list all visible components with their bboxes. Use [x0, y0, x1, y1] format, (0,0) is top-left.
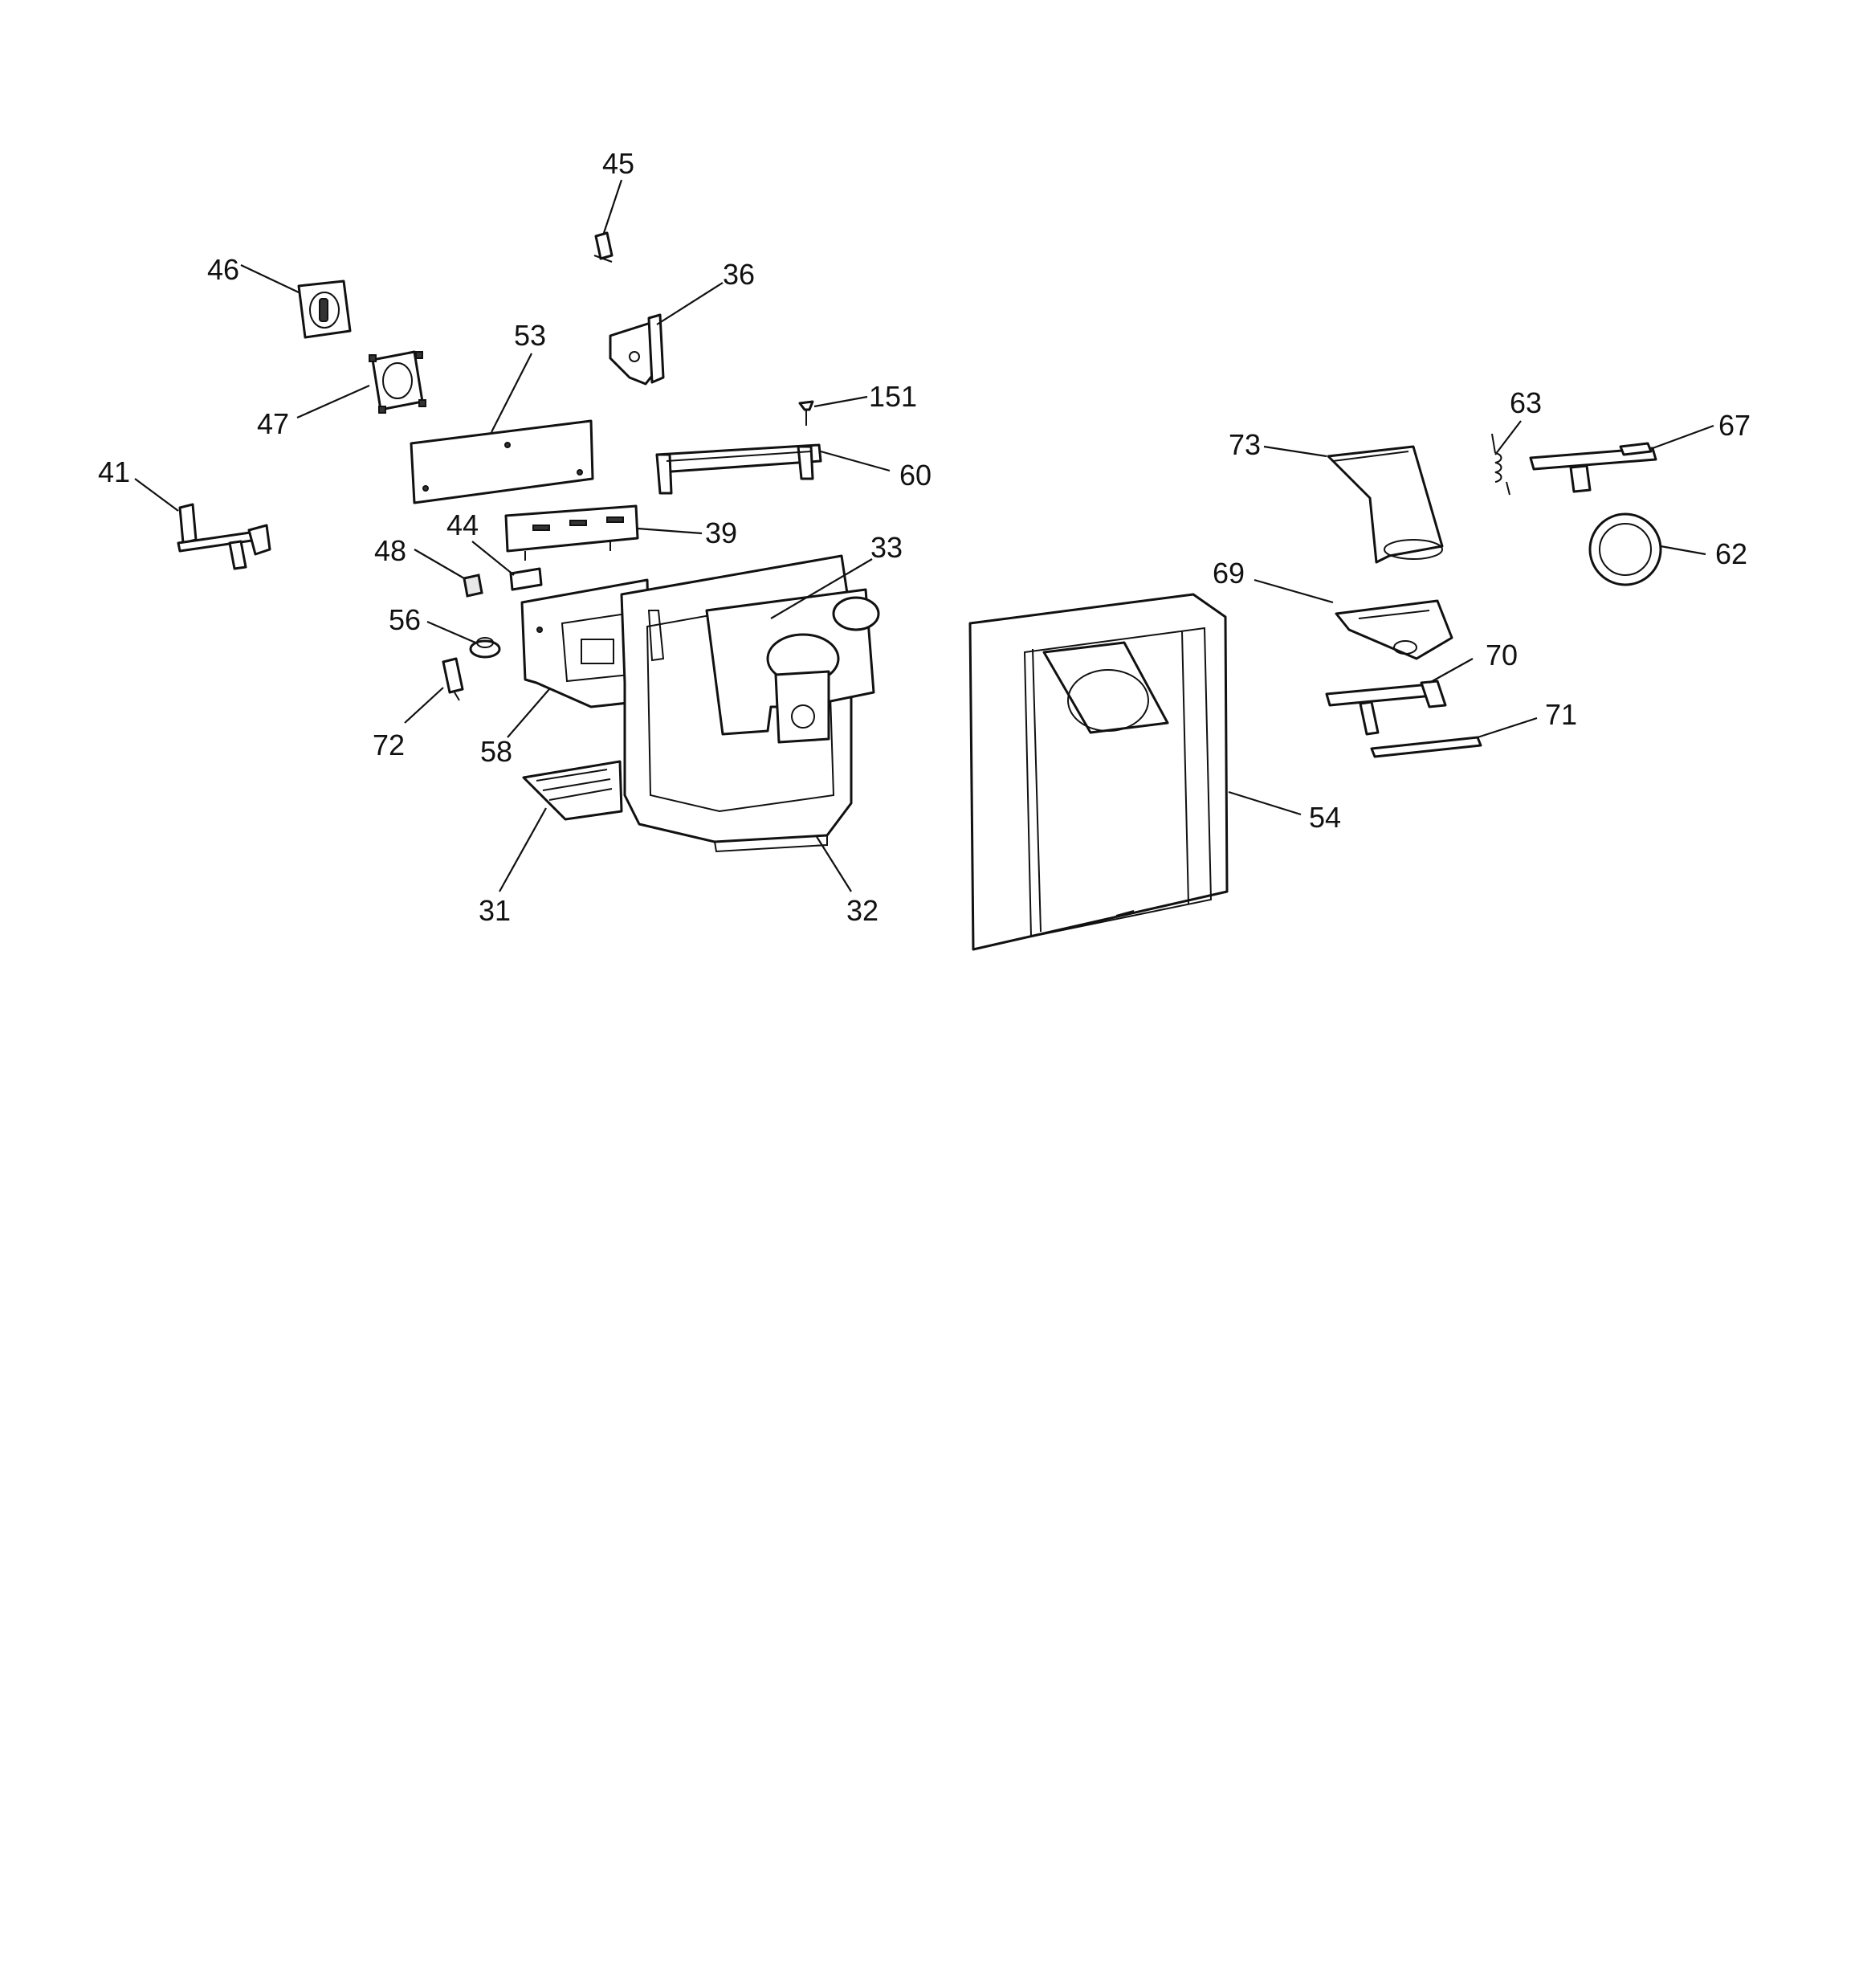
- label-31: 31: [479, 894, 511, 927]
- label-63: 63: [1510, 386, 1542, 419]
- leader-45: [602, 179, 623, 234]
- part-72-switch: [442, 657, 464, 701]
- leader-71: [1477, 716, 1538, 739]
- label-73: 73: [1229, 428, 1261, 461]
- label-47: 47: [257, 407, 289, 440]
- leader-44: [471, 541, 515, 576]
- leader-54: [1228, 790, 1302, 816]
- part-54-cover: [968, 593, 1229, 951]
- label-53: 53: [514, 319, 546, 352]
- leader-47: [296, 384, 370, 419]
- part-73-funnel: [1327, 445, 1444, 564]
- leader-31: [499, 807, 547, 892]
- leader-39: [637, 527, 703, 535]
- label-67: 67: [1718, 409, 1751, 442]
- leader-60: [820, 450, 891, 472]
- label-44: 44: [446, 508, 479, 541]
- leader-70: [1429, 658, 1474, 684]
- label-54: 54: [1309, 801, 1341, 834]
- leader-32: [815, 835, 852, 892]
- leader-53: [491, 353, 532, 433]
- label-45: 45: [602, 147, 634, 180]
- label-56: 56: [389, 603, 421, 636]
- label-151: 151: [869, 380, 917, 413]
- label-33: 33: [870, 531, 903, 564]
- label-58: 58: [480, 735, 512, 768]
- leader-33: [770, 558, 873, 619]
- leader-58: [507, 688, 550, 738]
- leader-48: [414, 549, 465, 579]
- label-71: 71: [1545, 698, 1577, 731]
- leader-72: [404, 687, 444, 724]
- leader-41: [134, 478, 179, 512]
- part-44-pad: [509, 567, 543, 591]
- part-71-strip: [1370, 736, 1482, 758]
- part-41-lever: [177, 503, 271, 570]
- part-48-block: [463, 574, 483, 598]
- label-69: 69: [1213, 557, 1245, 590]
- part-56-cap: [469, 637, 501, 659]
- part-39-board: [504, 504, 639, 561]
- part-67-bracket: [1529, 442, 1657, 493]
- label-39: 39: [705, 516, 737, 549]
- part-36-bracket: [609, 313, 665, 386]
- leader-62: [1660, 545, 1706, 556]
- label-41: 41: [98, 455, 130, 488]
- leader-36: [656, 282, 724, 325]
- leader-67: [1652, 424, 1714, 450]
- label-72: 72: [373, 729, 405, 761]
- leader-73: [1263, 445, 1327, 458]
- label-60: 60: [899, 459, 932, 492]
- label-46: 46: [207, 253, 239, 286]
- label-48: 48: [374, 534, 406, 567]
- label-70: 70: [1486, 639, 1518, 672]
- label-36: 36: [723, 258, 755, 291]
- part-69-door: [1335, 599, 1453, 660]
- label-62: 62: [1715, 537, 1747, 570]
- leader-lines: [134, 179, 1714, 892]
- label-32: 32: [846, 894, 879, 927]
- callout-labels: 45 46 36 53 47 151 41 60 44 39 48 33 56 …: [98, 147, 1751, 927]
- leader-56: [426, 620, 476, 644]
- part-151-screw: [798, 400, 814, 426]
- leader-46: [240, 264, 300, 293]
- leader-151: [813, 395, 868, 408]
- leader-63: [1494, 420, 1522, 455]
- part-45-clip: [593, 231, 614, 263]
- leader-69: [1254, 578, 1334, 604]
- part-62-ring: [1588, 512, 1662, 586]
- part-47-housing: [369, 350, 426, 414]
- part-70-frame: [1325, 680, 1447, 736]
- part-33-chute: [705, 588, 880, 744]
- part-53-panel: [410, 419, 594, 504]
- part-46-dial: [297, 280, 352, 339]
- part-60-bar: [655, 443, 822, 495]
- part-31-drip-tray: [522, 760, 623, 821]
- part-63-spring: [1491, 433, 1510, 496]
